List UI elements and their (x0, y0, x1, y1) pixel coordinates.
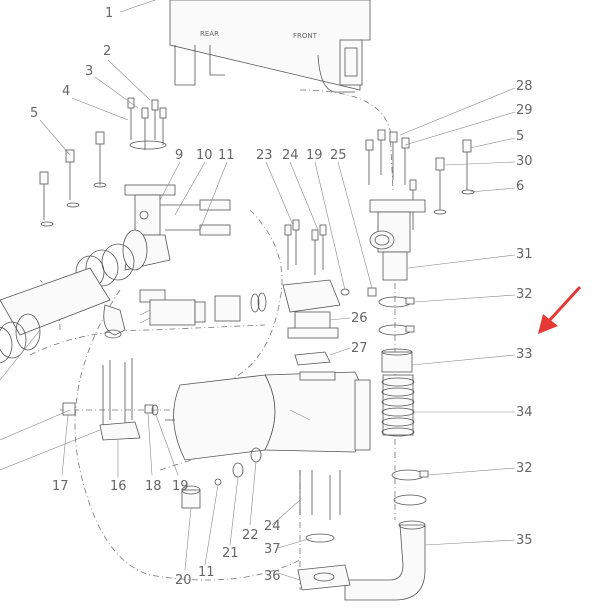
callout-29: 29 (516, 103, 533, 118)
callout-19-bottom: 19 (172, 479, 189, 494)
housing-mark-rear: REAR (200, 30, 219, 38)
callout-9: 9 (175, 148, 183, 163)
pointer-arrow (538, 285, 582, 334)
callout-20: 20 (175, 573, 192, 588)
callouts: 1 2 3 4 5 9 10 11 23 24 19 25 28 29 5 30… (30, 6, 533, 588)
callout-26: 26 (351, 311, 368, 326)
callout-18: 18 (145, 479, 162, 494)
callout-11-bottom: 11 (198, 565, 215, 580)
callout-30: 30 (516, 154, 533, 169)
callout-24-bottom: 24 (264, 519, 281, 534)
top-housing: REAR FRONT (169, 0, 371, 93)
callout-6: 6 (516, 179, 524, 194)
callout-1: 1 (105, 6, 113, 21)
callout-23: 23 (256, 148, 273, 163)
callout-4: 4 (62, 84, 70, 99)
middle-valve-assembly (103, 289, 267, 339)
callout-17: 17 (52, 479, 69, 494)
callout-31: 31 (516, 247, 533, 262)
callout-3: 3 (85, 64, 93, 79)
housing-mark-front: FRONT (293, 32, 318, 40)
callout-2: 2 (103, 44, 111, 59)
callout-21: 21 (222, 546, 239, 561)
bellows (381, 374, 415, 437)
lower-left-parts (62, 358, 159, 441)
callout-5-right: 5 (516, 129, 524, 144)
right-column (344, 296, 429, 601)
callout-24-top: 24 (282, 148, 299, 163)
lower-parts (181, 447, 351, 591)
callout-16: 16 (110, 479, 127, 494)
main-housing (165, 371, 371, 461)
callout-32-top: 32 (516, 287, 533, 302)
callout-35: 35 (516, 533, 533, 548)
callout-27: 27 (351, 341, 368, 356)
valve-block-23-26 (282, 219, 377, 366)
top-left-screws (39, 97, 167, 227)
callout-19-top: 19 (306, 148, 323, 163)
callout-28: 28 (516, 79, 533, 94)
callout-22: 22 (242, 528, 259, 543)
callout-11-top: 11 (218, 148, 235, 163)
right-top-assembly (365, 129, 475, 281)
callout-25: 25 (330, 148, 347, 163)
callout-32-bottom: 32 (516, 461, 533, 476)
callout-36: 36 (264, 569, 281, 584)
callout-37: 37 (264, 542, 281, 557)
callout-5: 5 (30, 106, 38, 121)
callout-33: 33 (516, 347, 533, 362)
leader-lines (0, 0, 516, 581)
left-elbow-assembly (0, 184, 231, 364)
callout-34: 34 (516, 405, 533, 420)
callout-10: 10 (196, 148, 213, 163)
